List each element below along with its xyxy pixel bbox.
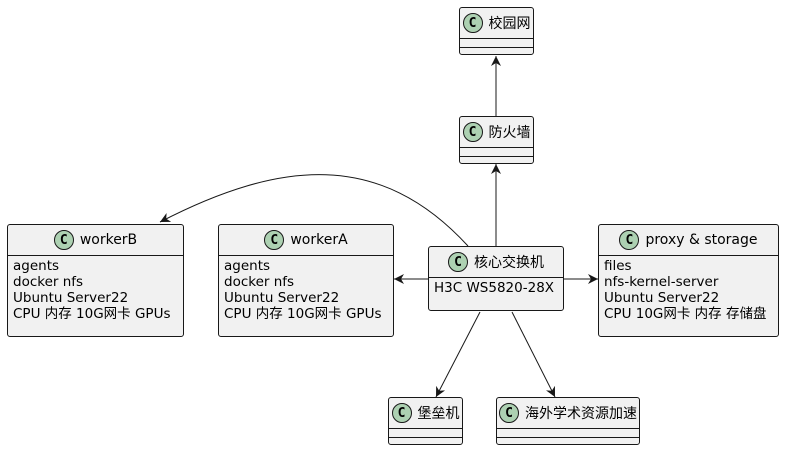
class-divider [8,255,183,256]
class-empty-section [460,148,533,156]
class-header: C 校园网 [460,8,533,38]
firewall-class[interactable]: C 防火墙 [459,116,534,164]
class-header: C 堡垒机 [389,398,462,428]
class-badge-icon: C [391,403,412,423]
edge-switch-to-workerB [159,174,469,247]
core-switch-class[interactable]: C 核心交换机 H3C WS5820-28X [428,246,564,311]
class-attributes: agents docker nfs Ubuntu Server22 CPU 内存… [219,256,393,325]
class-name: workerB [79,232,138,248]
class-attributes: agents docker nfs Ubuntu Server22 CPU 内存… [8,256,183,325]
class-header: C workerA [219,225,393,255]
class-badge-icon: C [499,403,519,423]
class-badge-icon: C [53,230,74,250]
class-attribute: Ubuntu Server22 [13,290,129,306]
campus-network-class[interactable]: C 校园网 [459,7,534,55]
class-attribute: H3C WS5820-28X [434,280,555,296]
class-empty-section [497,429,639,437]
proxy-storage-class[interactable]: C proxy & storage files nfs-kernel-serve… [598,224,779,337]
class-header: C 海外学术资源加速 [497,398,639,428]
class-divider [460,147,533,148]
class-name: proxy & storage [645,232,758,248]
class-header: C 防火墙 [460,117,533,147]
workerA-class[interactable]: C workerA agents docker nfs Ubuntu Serve… [218,224,394,337]
class-attribute: agents [13,258,60,274]
class-divider [497,437,639,438]
class-divider [429,277,563,278]
bastion-host-class[interactable]: C 堡垒机 [388,397,463,445]
class-divider [219,255,393,256]
class-badge-icon: C [448,252,468,272]
class-header: C proxy & storage [599,225,778,255]
class-badge-icon: C [619,230,640,250]
class-header: C 核心交换机 [429,247,563,277]
class-divider [599,255,778,256]
overseas-academic-acceleration-class[interactable]: C 海外学术资源加速 [496,397,640,445]
class-attribute: CPU 10G网卡 内存 存储盘 [604,306,767,322]
class-name: 校园网 [488,16,531,32]
class-divider [497,428,639,429]
edge-switch-to-bastion [435,311,481,398]
class-badge-icon: C [462,122,483,142]
class-name: 核心交换机 [474,255,544,271]
class-attribute: CPU 内存 10G网卡 GPUs [224,306,382,322]
workerB-class[interactable]: C workerB agents docker nfs Ubuntu Serve… [7,224,184,337]
class-name: 堡垒机 [417,406,460,422]
class-divider [460,38,533,39]
class-badge-icon: C [462,13,483,33]
class-name: 防火墙 [488,125,531,141]
class-empty-section [389,429,462,437]
class-divider [389,437,462,438]
class-attribute: agents [224,258,271,274]
class-header: C workerB [8,225,183,255]
class-name: 海外学术资源加速 [525,406,637,422]
class-attributes: H3C WS5820-28X [429,278,563,299]
class-name: workerA [290,232,348,248]
class-attribute: docker nfs [224,274,295,290]
class-attribute: Ubuntu Server22 [604,290,720,306]
class-badge-icon: C [264,230,285,250]
class-attribute: docker nfs [13,274,84,290]
class-attributes: files nfs-kernel-server Ubuntu Server22 … [599,256,778,325]
class-attribute: nfs-kernel-server [604,274,719,290]
class-divider [389,428,462,429]
class-empty-section [460,39,533,47]
class-attribute: Ubuntu Server22 [224,290,340,306]
class-divider [460,156,533,157]
class-attribute: files [604,258,632,274]
class-attribute: CPU 内存 10G网卡 GPUs [13,306,171,322]
edge-switch-to-overseas [511,311,556,398]
class-divider [460,47,533,48]
